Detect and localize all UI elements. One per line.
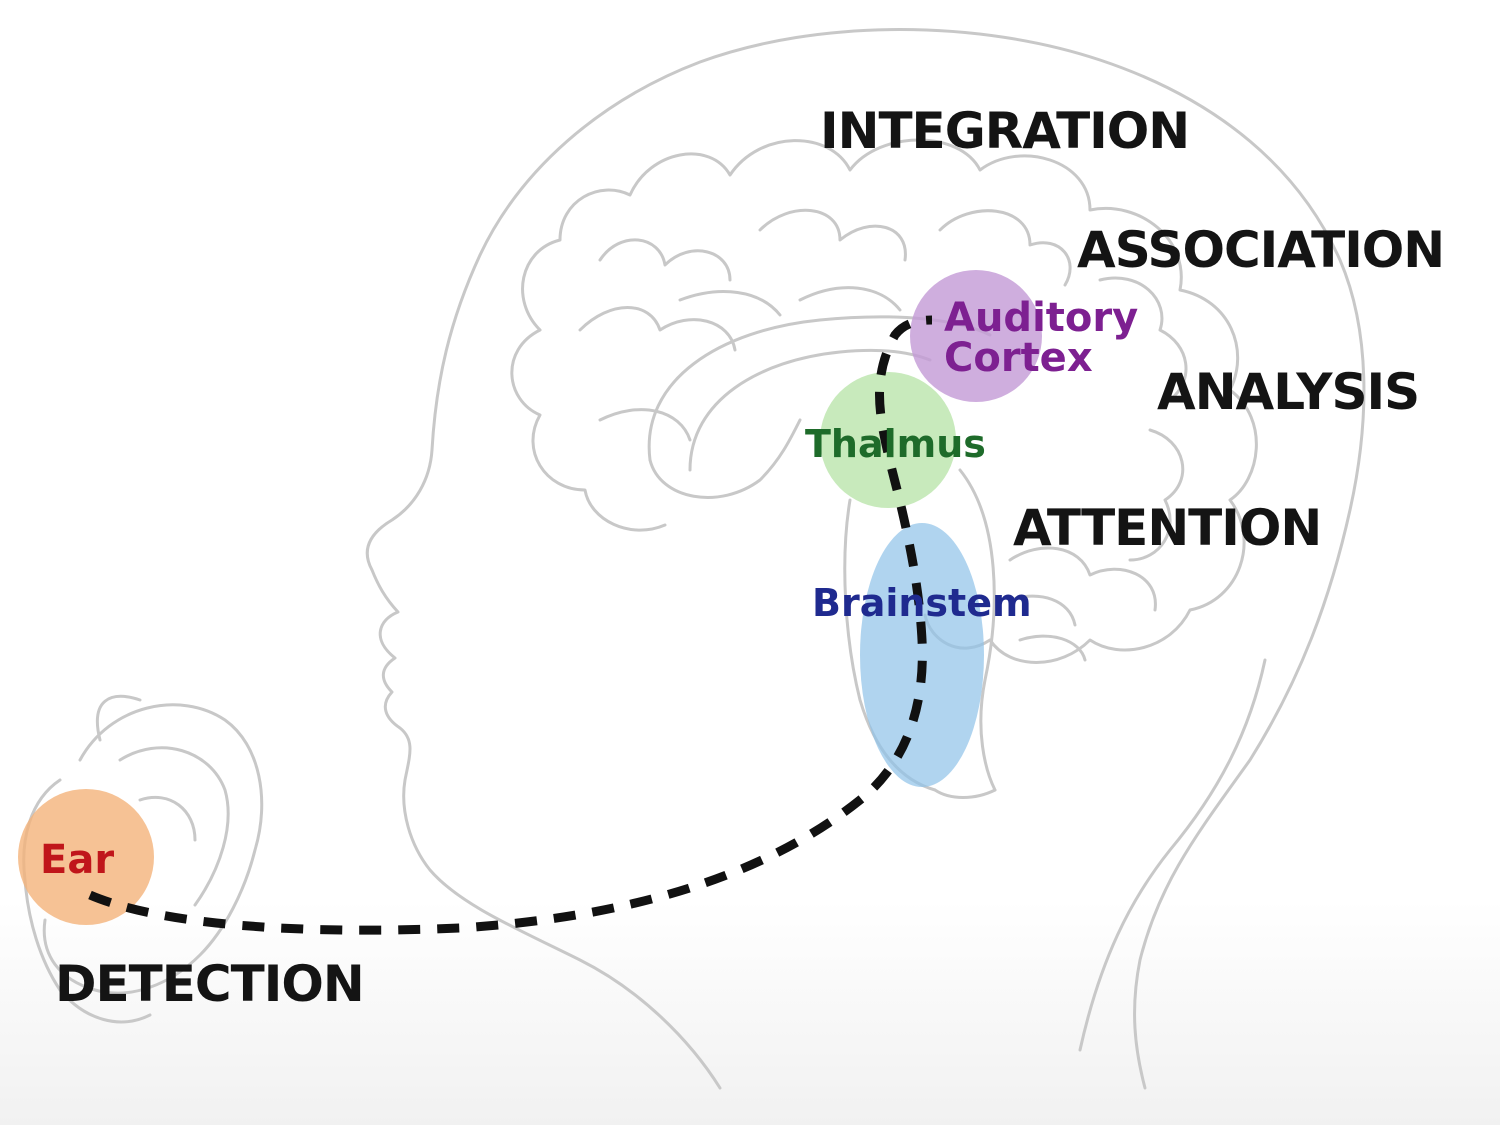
ear-label: Ear: [40, 837, 115, 883]
stage-label-analysis: ANALYSIS: [1157, 363, 1420, 421]
brainstem-region-shape: [860, 523, 984, 787]
thalamus-label: Thalmus: [805, 422, 986, 466]
ear-region-shape: [18, 789, 154, 925]
auditory-cortex-label-line2: Cortex: [944, 335, 1093, 381]
auditory-cortex-region-shape: [910, 270, 1042, 402]
brainstem-label: Brainstem: [812, 581, 1032, 625]
stage-label-attention: ATTENTION: [1013, 499, 1322, 557]
auditory-pathway-dashed-line: [88, 315, 933, 935]
stage-label-association: ASSOCIATION: [1077, 221, 1445, 279]
stage-label-integration: INTEGRATION: [820, 102, 1190, 160]
stage-label-detection: DETECTION: [55, 955, 365, 1013]
head-outline: [22, 28, 1366, 1090]
auditory-cortex-label-line1: Auditory: [944, 295, 1139, 341]
